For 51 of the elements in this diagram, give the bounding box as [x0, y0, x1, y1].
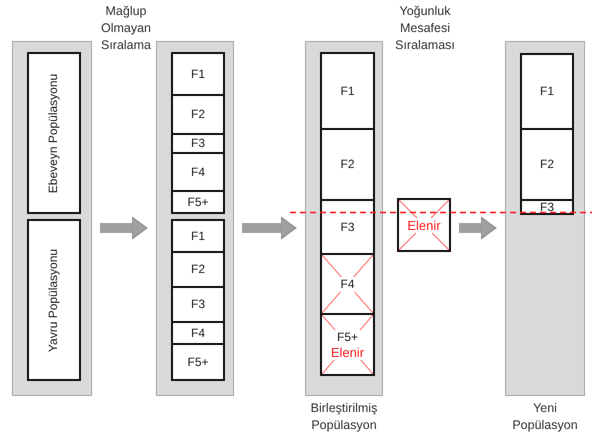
box-label: F3: [540, 201, 554, 213]
eliminated-note: Elenir: [405, 218, 443, 232]
box-label: F1: [190, 228, 205, 244]
box-label: F4: [190, 326, 205, 340]
box-label: F2: [540, 157, 554, 172]
front-box: [171, 219, 225, 253]
box-label: F4: [338, 276, 356, 292]
population-box: [27, 52, 81, 214]
front-box: [171, 251, 225, 288]
front-box: [520, 53, 574, 130]
box-label: F3: [190, 136, 205, 151]
population-panel: [12, 41, 92, 396]
box-label: Ebeveyn Popülasyonu: [46, 73, 62, 193]
front-box: [320, 128, 375, 201]
box-label: F3: [190, 297, 205, 312]
box-label: F1: [340, 84, 354, 98]
front-box: [171, 94, 225, 135]
front-box: [520, 199, 574, 215]
step-title: Mağlup Olmayan Sıralama: [100, 3, 152, 54]
box-label: Yavru Popülasyonu: [46, 248, 62, 352]
box-label: F2: [340, 157, 354, 172]
front-box: [171, 52, 225, 96]
box-label: F2: [190, 107, 205, 122]
block-arrow: [100, 216, 148, 240]
box-label: F5+: [334, 330, 360, 344]
box-label: F1: [540, 84, 554, 99]
population-panel: [156, 41, 234, 396]
panel-caption: Yeni Popülasyon: [511, 400, 579, 434]
front-box: [320, 52, 375, 130]
box-label: F1: [190, 66, 205, 82]
block-arrow: [459, 216, 496, 240]
eliminated-note: Elenir: [328, 344, 366, 360]
front-box: [320, 199, 375, 255]
front-box: [171, 133, 225, 154]
block-arrow: [242, 216, 296, 240]
step-title: Yoğunluk Mesafesi Sıralaması: [394, 3, 456, 54]
front-box: [171, 321, 225, 345]
box-label: F4: [190, 164, 205, 180]
front-box: [520, 128, 574, 201]
front-box: [171, 190, 225, 214]
population-box: [27, 219, 81, 381]
box-label: F3: [340, 220, 354, 234]
box-label: F5+: [187, 194, 208, 210]
population-panel: [505, 41, 585, 396]
front-box: [171, 343, 225, 381]
population-panel: [305, 41, 383, 396]
box-label: F5+: [187, 354, 208, 370]
panel-caption: Birleştirilmiş Popülasyon: [310, 400, 378, 434]
front-box: [171, 152, 225, 192]
box-label: F2: [190, 262, 205, 277]
front-box: [171, 286, 225, 323]
